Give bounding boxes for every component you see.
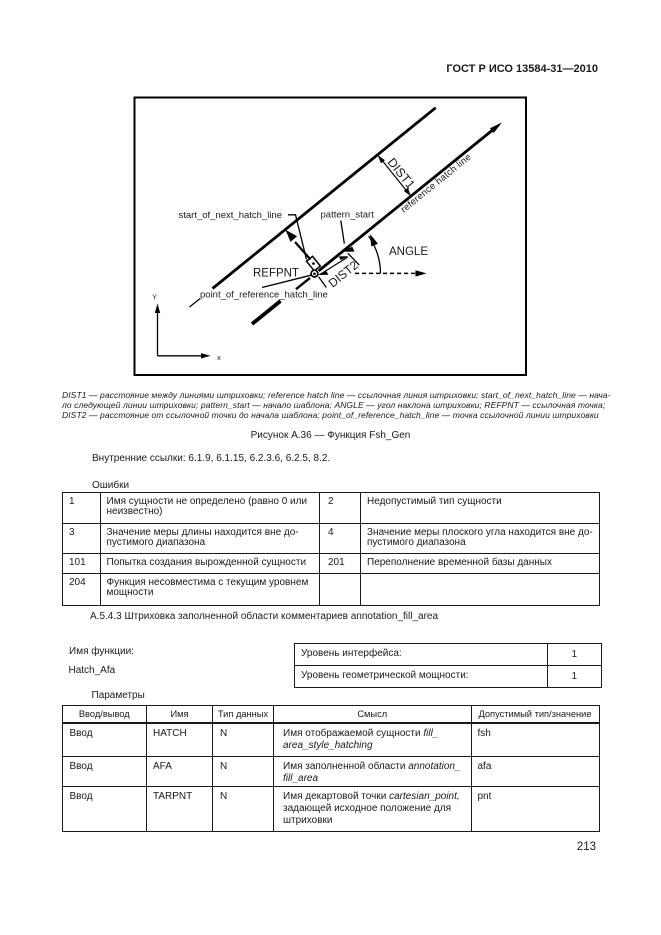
svg-text:start_of_next_hatch_line: start_of_next_hatch_line <box>179 210 283 221</box>
svg-text:Y: Y <box>152 295 157 302</box>
svg-text:point_of_reference_hatch_line: point_of_reference_hatch_line <box>200 290 328 301</box>
svg-text:ANGLE: ANGLE <box>389 246 428 258</box>
svg-text:pattern_start: pattern_start <box>321 210 375 221</box>
svg-text:REFPNT: REFPNT <box>253 268 299 280</box>
svg-text:x: x <box>217 355 221 362</box>
